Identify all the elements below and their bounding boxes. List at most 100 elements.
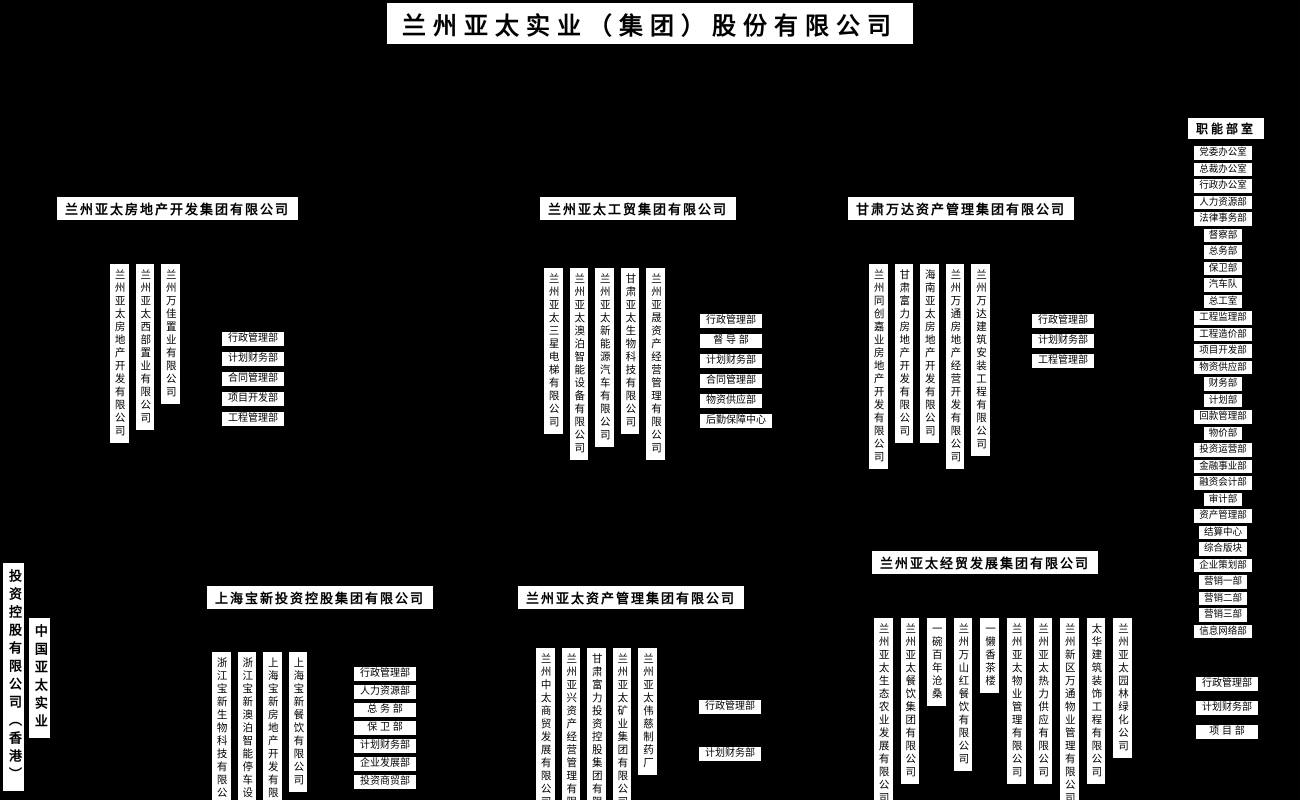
department-box: 保 卫 部 — [354, 721, 416, 735]
subsidiary-box: 兰州亚太生态农业发展有限公司 — [874, 618, 893, 800]
functional-dept-item: 营销一部 — [1198, 575, 1247, 589]
department-box: 计划财务部 — [1196, 701, 1258, 715]
group-5-header: 兰州亚太资产管理集团有限公司 — [518, 586, 745, 609]
department-box: 计划财务部 — [222, 352, 284, 366]
department-box: 工程管理部 — [222, 412, 284, 426]
functional-dept-item: 综合版块 — [1198, 542, 1247, 556]
functional-dept-item: 项目开发部 — [1194, 344, 1252, 358]
department-box: 行政管理部 — [1032, 314, 1094, 328]
subsidiary-box: 兰州亚太澳泊智能设备有限公司 — [569, 268, 589, 460]
parent-company-name-line1: 中国亚太实业 — [28, 618, 50, 738]
department-box: 行政管理部 — [222, 332, 284, 346]
subsidiary-box: 甘肃富力房地产开发有限公司 — [894, 264, 914, 443]
subsidiary-box: 兰州亚太房地产开发有限公司 — [110, 264, 129, 443]
functional-dept-item: 企业策划部 — [1194, 558, 1252, 572]
functional-dept-item: 营销三部 — [1198, 608, 1247, 622]
functional-dept-item: 金融事业部 — [1194, 459, 1252, 473]
functional-dept-item: 回款管理部 — [1194, 410, 1252, 424]
department-box: 项目开发部 — [222, 392, 284, 406]
group-3-subsidiaries: 兰州同创嘉业房地产开发有限公司甘肃富力房地产开发有限公司海南亚太房地产开发有限公… — [869, 264, 990, 469]
group-1-departments: 行政管理部计划财务部合同管理部项目开发部工程管理部 — [222, 332, 284, 426]
group-5-subsidiaries: 兰州中太商贸发展有限公司兰州亚兴资产经营管理有限公司甘肃富力投资控股集团有限公司… — [536, 648, 657, 800]
department-box: 项 目 部 — [1196, 725, 1258, 739]
subsidiary-box: 兰州亚太餐饮集团有限公司 — [900, 618, 920, 784]
subsidiary-box: 兰州亚晟资产经营管理有限公司 — [646, 268, 665, 460]
department-box: 合同管理部 — [700, 374, 762, 388]
functional-dept-item: 总工室 — [1203, 294, 1243, 308]
department-box: 计划财务部 — [1032, 334, 1094, 348]
subsidiary-box: 兰州万佳置业有限公司 — [161, 264, 180, 404]
department-box: 计划财务部 — [699, 747, 761, 761]
department-box: 后勤保障中心 — [700, 414, 772, 428]
functional-dept-item: 结算中心 — [1198, 525, 1247, 539]
subsidiary-box: 兰州同创嘉业房地产开发有限公司 — [869, 264, 888, 469]
subsidiary-box: 兰州亚兴资产经营管理有限公司 — [561, 648, 581, 800]
functional-dept-item: 法律事务部 — [1194, 212, 1252, 226]
functional-dept-item: 财务部 — [1203, 377, 1243, 391]
functional-dept-item: 物价部 — [1203, 426, 1243, 440]
parent-company-name-line2: 投资控股有限公司（香港） — [3, 563, 24, 791]
department-box: 物资供应部 — [700, 394, 762, 408]
subsidiary-box: 兰州亚太物业管理有限公司 — [1006, 618, 1026, 784]
functional-dept-item: 工程监理部 — [1194, 311, 1252, 325]
subsidiary-box: 上海宝新房地产开发有限公司 — [263, 652, 282, 800]
functional-dept-item: 信息网络部 — [1194, 624, 1252, 638]
functional-dept-item: 督察部 — [1203, 228, 1243, 242]
functional-dept-item: 行政办公室 — [1194, 179, 1252, 193]
group-1-subsidiaries: 兰州亚太房地产开发有限公司兰州亚太西部置业有限公司兰州万佳置业有限公司 — [110, 264, 180, 443]
subsidiary-box: 兰州亚太园林绿化公司 — [1113, 618, 1132, 758]
group-4-header: 上海宝新投资控股集团有限公司 — [207, 586, 434, 609]
subsidiary-box: 兰州亚太热力供应有限公司 — [1033, 618, 1053, 784]
group-6-header: 兰州亚太经贸发展集团有限公司 — [872, 551, 1099, 574]
subsidiary-box: 兰州亚太西部置业有限公司 — [135, 264, 155, 430]
functional-dept-item: 总务部 — [1203, 245, 1243, 259]
subsidiary-box: 兰州亚太伟慈制药厂 — [638, 648, 657, 775]
subsidiary-box: 一懒香茶楼 — [980, 618, 999, 693]
functional-dept-item: 计划部 — [1203, 393, 1243, 407]
department-box: 计划财务部 — [700, 354, 762, 368]
subsidiary-box: 海南亚太房地产开发有限公司 — [920, 264, 939, 443]
subsidiary-box: 太华建筑装饰工程有限公司 — [1086, 618, 1106, 784]
parent-company-box: 投资控股有限公司（香港） 中国亚太实业 — [3, 563, 50, 791]
department-box: 行政管理部 — [700, 314, 762, 328]
functional-dept-list: 党委办公室总裁办公室行政办公室人力资源部法律事务部督察部总务部保卫部汽车队总工室… — [1180, 146, 1266, 638]
department-box: 合同管理部 — [222, 372, 284, 386]
group-5-departments: 行政管理部计划财务部 — [699, 700, 761, 761]
subsidiary-box: 兰州万通房地产经营开发有限公司 — [945, 264, 965, 469]
functional-depts-header: 职能部室 — [1188, 118, 1265, 139]
functional-dept-item: 总裁办公室 — [1194, 162, 1252, 176]
functional-dept-item: 党委办公室 — [1194, 146, 1252, 160]
group-2-subsidiaries: 兰州亚太三星电梯有限公司兰州亚太澳泊智能设备有限公司兰州亚太新能源汽车有限公司甘… — [544, 268, 665, 460]
group-2-header: 兰州亚太工贸集团有限公司 — [540, 197, 737, 220]
department-box: 工程管理部 — [1032, 354, 1094, 368]
group-2-departments: 行政管理部督 导 部计划财务部合同管理部物资供应部后勤保障中心 — [700, 314, 772, 428]
functional-dept-item: 保卫部 — [1203, 261, 1243, 275]
subsidiary-box: 浙江宝新澳泊智能停车设备有限公司 — [237, 652, 257, 800]
company-title: 兰州亚太实业（集团）股份有限公司 — [387, 3, 913, 44]
functional-dept-item: 审计部 — [1203, 492, 1243, 506]
subsidiary-box: 兰州亚太新能源汽车有限公司 — [595, 268, 614, 447]
group-4-subsidiaries: 浙江宝新生物科技有限公司浙江宝新澳泊智能停车设备有限公司上海宝新房地产开发有限公… — [212, 652, 308, 800]
subsidiary-box: 一碗百年沧桑 — [927, 618, 946, 706]
department-box: 督 导 部 — [700, 334, 762, 348]
group-6-departments: 行政管理部计划财务部项 目 部 — [1196, 677, 1258, 739]
functional-dept-item: 营销二部 — [1198, 591, 1247, 605]
functional-dept-item: 人力资源部 — [1194, 195, 1252, 209]
department-box: 人力资源部 — [354, 685, 416, 699]
subsidiary-box: 兰州亚太三星电梯有限公司 — [544, 268, 563, 434]
subsidiary-box: 浙江宝新生物科技有限公司 — [212, 652, 231, 800]
group-1-header: 兰州亚太房地产开发集团有限公司 — [57, 197, 299, 220]
subsidiary-box: 上海宝新餐饮有限公司 — [288, 652, 308, 792]
subsidiary-box: 兰州中太商贸发展有限公司 — [536, 648, 555, 800]
department-box: 行政管理部 — [354, 667, 416, 681]
department-box: 行政管理部 — [699, 700, 761, 714]
subsidiary-box: 兰州万山红餐饮有限公司 — [953, 618, 973, 771]
subsidiary-box: 甘肃富力投资控股集团有限公司 — [587, 648, 606, 800]
group-6-subsidiaries: 兰州亚太生态农业发展有限公司兰州亚太餐饮集团有限公司一碗百年沧桑兰州万山红餐饮有… — [874, 618, 1132, 800]
department-box: 总 务 部 — [354, 703, 416, 717]
group-4-departments: 行政管理部人力资源部总 务 部保 卫 部计划财务部企业发展部投资商贸部 — [354, 667, 416, 789]
functional-dept-item: 汽车队 — [1203, 278, 1243, 292]
functional-dept-item: 融资会计部 — [1194, 476, 1252, 490]
department-box: 企业发展部 — [354, 757, 416, 771]
